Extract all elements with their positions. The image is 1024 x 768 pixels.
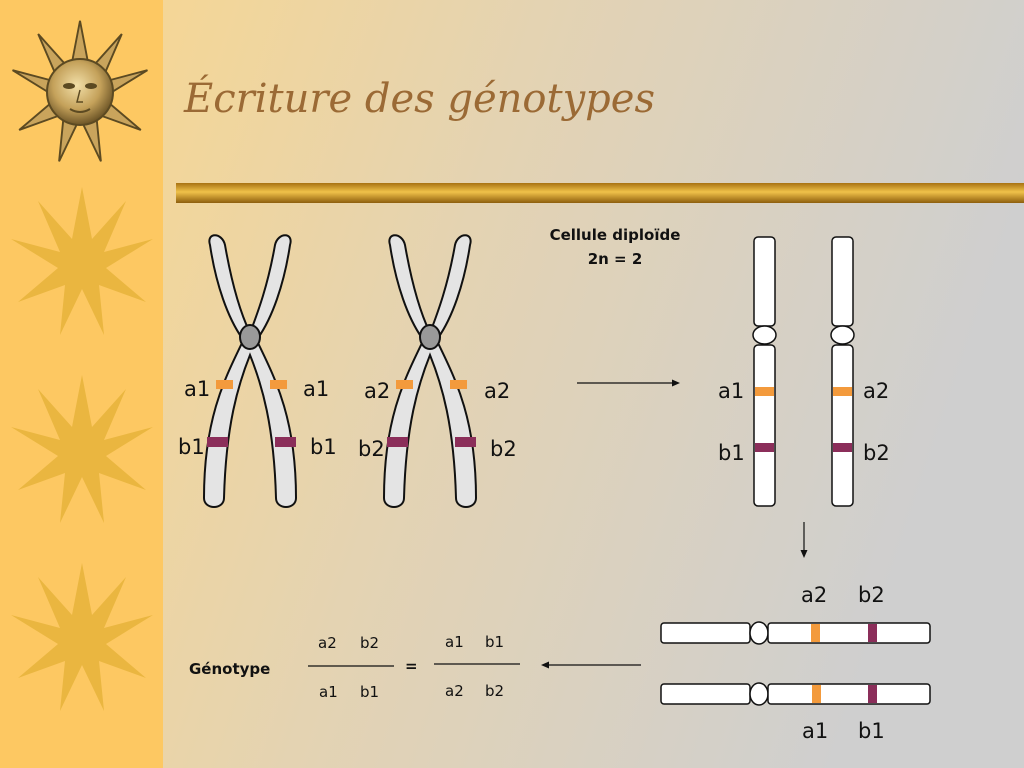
allele-a1-band: [216, 380, 233, 389]
allele-a1-band: [755, 387, 774, 396]
cell-caption: Cellule diploïde: [550, 226, 681, 244]
fraction-numerator: a1: [445, 633, 464, 651]
allele-label: a1: [184, 377, 210, 401]
sun-face-icon: [11, 19, 149, 163]
allele-label: a2: [484, 379, 510, 403]
arrow-down-icon: [800, 522, 808, 558]
chromosome-2-vertical: [830, 236, 855, 507]
allele-b1-band: [207, 437, 228, 447]
allele-a2-band: [811, 624, 820, 642]
allele-label: a1: [802, 719, 828, 743]
allele-b2-band: [868, 624, 877, 642]
allele-b1-band: [868, 685, 877, 703]
fraction-denominator: b1: [360, 683, 379, 701]
page-title: Écriture des génotypes: [183, 75, 655, 122]
allele-label: a1: [718, 379, 744, 403]
arrow-right-icon: [577, 379, 680, 387]
equals-sign: =: [405, 657, 418, 675]
allele-label: b1: [310, 435, 337, 459]
allele-a2-band: [833, 387, 852, 396]
replicated-chromosome-2: [382, 234, 478, 508]
allele-label: b1: [718, 441, 745, 465]
ploidy-caption: 2n = 2: [588, 250, 643, 268]
allele-b1-band: [275, 437, 296, 447]
allele-a2-band: [396, 380, 413, 389]
arrow-left-icon: [541, 661, 641, 669]
allele-label: a2: [863, 379, 889, 403]
fraction-denominator: a1: [319, 683, 338, 701]
allele-a2-band: [450, 380, 467, 389]
allele-label: b2: [863, 441, 890, 465]
chromosome-1-horizontal: [660, 682, 931, 706]
allele-label: a2: [364, 379, 390, 403]
fraction-numerator: b2: [360, 634, 379, 652]
allele-a1-band: [270, 380, 287, 389]
fraction-numerator: b1: [485, 633, 504, 651]
title-divider: [176, 183, 1024, 203]
allele-b2-band: [833, 443, 852, 452]
genotype-label: Génotype: [189, 660, 270, 678]
allele-b2-band: [387, 437, 408, 447]
allele-label: b2: [858, 583, 885, 607]
fraction-numerator: a2: [318, 634, 337, 652]
allele-label: b1: [178, 435, 205, 459]
allele-label: b2: [490, 437, 517, 461]
allele-label: b1: [858, 719, 885, 743]
chromosome-1-vertical: [752, 236, 777, 507]
allele-label: a1: [303, 377, 329, 401]
fraction-denominator: b2: [485, 682, 504, 700]
allele-b1-band: [755, 443, 774, 452]
replicated-chromosome-1: [202, 234, 298, 508]
allele-a1-band: [812, 685, 821, 703]
allele-label: a2: [801, 583, 827, 607]
allele-b2-band: [455, 437, 476, 447]
chromosome-2-horizontal: [660, 621, 931, 645]
fraction-denominator: a2: [445, 682, 464, 700]
allele-label: b2: [358, 437, 385, 461]
